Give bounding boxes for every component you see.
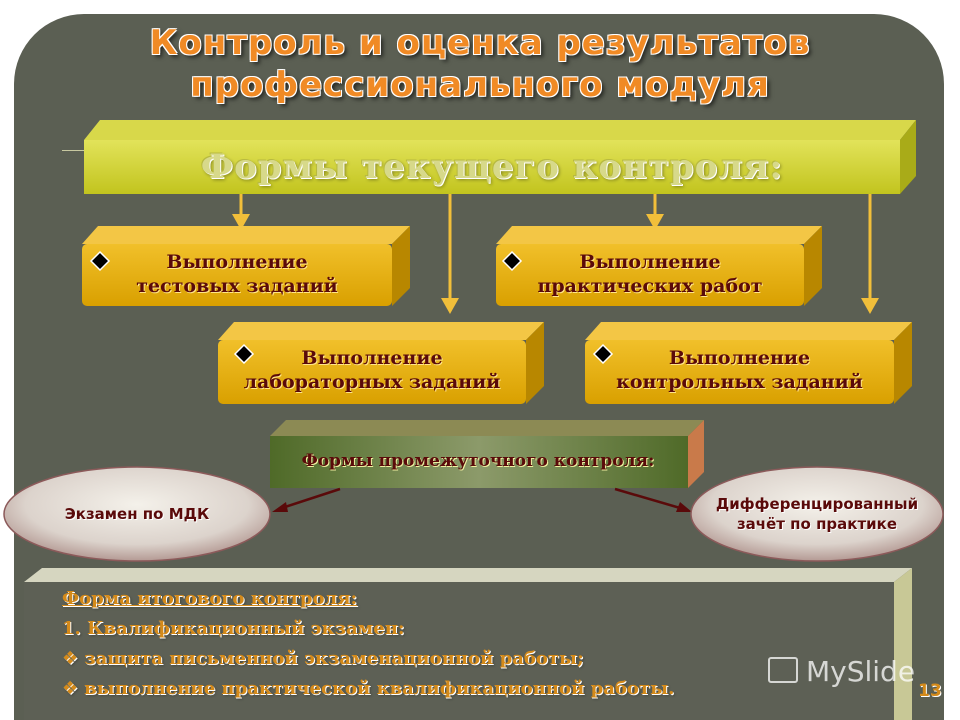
- oval-exam-label: Экзамен по МДК: [20, 504, 254, 524]
- intermediate-control-header: Формы промежуточного контроля:: [301, 451, 655, 471]
- bullet-text: защита письменной экзаменационной работы…: [84, 648, 584, 669]
- bullet-icon: ❖: [62, 648, 79, 669]
- box-control-tasks: [585, 322, 912, 404]
- box-lab-tasks: [218, 322, 544, 404]
- page-number: 13: [918, 681, 942, 701]
- oval-label-line: Дифференцированный: [715, 495, 919, 513]
- diamond-icon: [592, 343, 614, 365]
- box-label-line: практических работ: [537, 275, 763, 297]
- diamond-bullets: [89, 250, 614, 365]
- final-control-text: Форма итогового контроля: 1. Квалификаци…: [62, 584, 882, 704]
- banner-arrows: [232, 194, 879, 314]
- box-label-line: лабораторных заданий: [243, 371, 501, 393]
- title-line-2: профессионального модуля: [190, 65, 770, 105]
- box-label-line: Выполнение: [579, 251, 721, 273]
- bullet-text: выполнение практической квалификационной…: [84, 678, 675, 699]
- oval-label-line: зачёт по практике: [736, 515, 898, 533]
- box-label-line: тестовых заданий: [136, 275, 338, 297]
- current-control-banner: [84, 120, 916, 194]
- current-control-header: Формы текущего контроля:: [200, 147, 784, 187]
- box-label-line: Выполнение: [166, 251, 308, 273]
- box-practical-works-label: Выполнение практических работ: [496, 250, 804, 298]
- box-label-line: контрольных заданий: [616, 371, 863, 393]
- box-practical-works: [496, 226, 822, 306]
- diamond-icon: [501, 250, 523, 272]
- slide-title: Контроль и оценка результатов профессион…: [0, 22, 960, 106]
- bullet-icon: ❖: [62, 678, 79, 699]
- diamond-icon: [89, 250, 111, 272]
- presentation-icon: [768, 657, 798, 683]
- box-control-tasks-label: Выполнение контрольных заданий: [585, 346, 894, 394]
- decorative-line: [62, 150, 102, 151]
- oval-arrows: [272, 487, 692, 512]
- box-lab-tasks-label: Выполнение лабораторных заданий: [218, 346, 526, 394]
- final-control-bullet-1: ❖защита письменной экзаменационной работ…: [62, 644, 882, 674]
- title-line-1: Контроль и оценка результатов: [149, 23, 811, 63]
- watermark-text: MySlide: [806, 655, 916, 688]
- box-test-tasks: [82, 226, 410, 306]
- box-label-line: Выполнение: [301, 347, 443, 369]
- oval-label-line: Экзамен по МДК: [64, 505, 210, 523]
- watermark: MySlide: [768, 655, 915, 688]
- intermediate-control-box: [270, 420, 704, 488]
- final-control-panel: [24, 568, 912, 720]
- oval-credit-label: Дифференцированный зачёт по практике: [694, 494, 940, 534]
- final-control-line: 1. Квалификационный экзамен:: [62, 618, 405, 639]
- oval-credit: [690, 466, 944, 562]
- oval-exam: [3, 466, 271, 562]
- box-test-tasks-label: Выполнение тестовых заданий: [82, 250, 392, 298]
- diamond-icon: [233, 343, 255, 365]
- final-control-bullet-2: ❖выполнение практической квалификационно…: [62, 674, 882, 704]
- box-label-line: Выполнение: [668, 347, 811, 369]
- final-control-header: Форма итогового контроля:: [62, 588, 358, 609]
